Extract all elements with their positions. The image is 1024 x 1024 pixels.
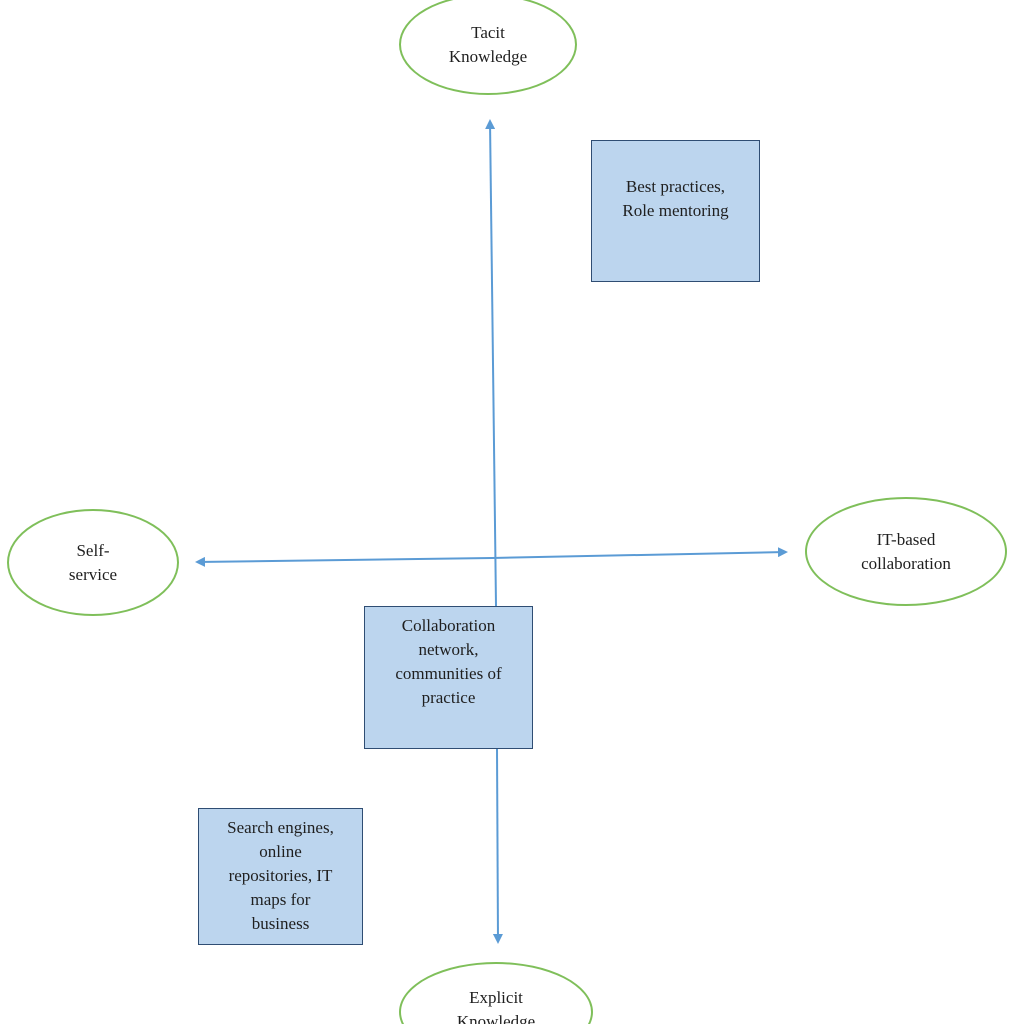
search-engines-label-line5: business bbox=[251, 914, 310, 933]
search-engines-label-line3: repositories, IT bbox=[228, 866, 333, 885]
search-engines-box: Search engines, online repositories, IT … bbox=[198, 808, 363, 945]
vertical-axis-down-arrow bbox=[492, 747, 503, 944]
collaboration-network-label-line2: network, bbox=[418, 640, 479, 659]
it-based-collaboration-label-line1: IT-based bbox=[876, 529, 936, 549]
it-based-collaboration-label-line2: collaboration bbox=[861, 553, 951, 573]
collaboration-network-label-line4: practice bbox=[421, 688, 476, 707]
search-engines-label-line2: online bbox=[259, 842, 302, 861]
self-service-label-line1: Self- bbox=[76, 540, 110, 560]
self-service-ellipse: Self- service bbox=[7, 509, 179, 616]
explicit-knowledge-label-line2: Knowledge bbox=[456, 1012, 536, 1024]
tacit-knowledge-ellipse: Tacit Knowledge bbox=[399, 0, 577, 95]
best-practices-label-line2: Role mentoring bbox=[622, 201, 729, 220]
horizontal-axis-right-arrow bbox=[491, 547, 788, 559]
vertical-axis-up-arrow bbox=[485, 119, 497, 607]
horizontal-axis-left-arrow bbox=[195, 556, 493, 567]
collaboration-network-label-line1: Collaboration bbox=[401, 616, 496, 635]
search-engines-label-line4: maps for bbox=[250, 890, 311, 909]
search-engines-label-line1: Search engines, bbox=[227, 818, 334, 837]
tacit-knowledge-label-line2: Knowledge bbox=[448, 46, 528, 66]
it-based-collaboration-ellipse: IT-based collaboration bbox=[805, 497, 1007, 606]
collaboration-network-box: Collaboration network, communities of pr… bbox=[364, 606, 533, 749]
explicit-knowledge-label-line1: Explicit bbox=[469, 988, 523, 1007]
best-practices-label-line1: Best practices, bbox=[625, 177, 726, 196]
best-practices-box: Best practices, Role mentoring bbox=[591, 140, 760, 282]
collaboration-network-label-line3: communities of bbox=[395, 664, 502, 683]
tacit-knowledge-label-line1: Tacit bbox=[471, 22, 505, 42]
self-service-label-line2: service bbox=[68, 564, 118, 584]
